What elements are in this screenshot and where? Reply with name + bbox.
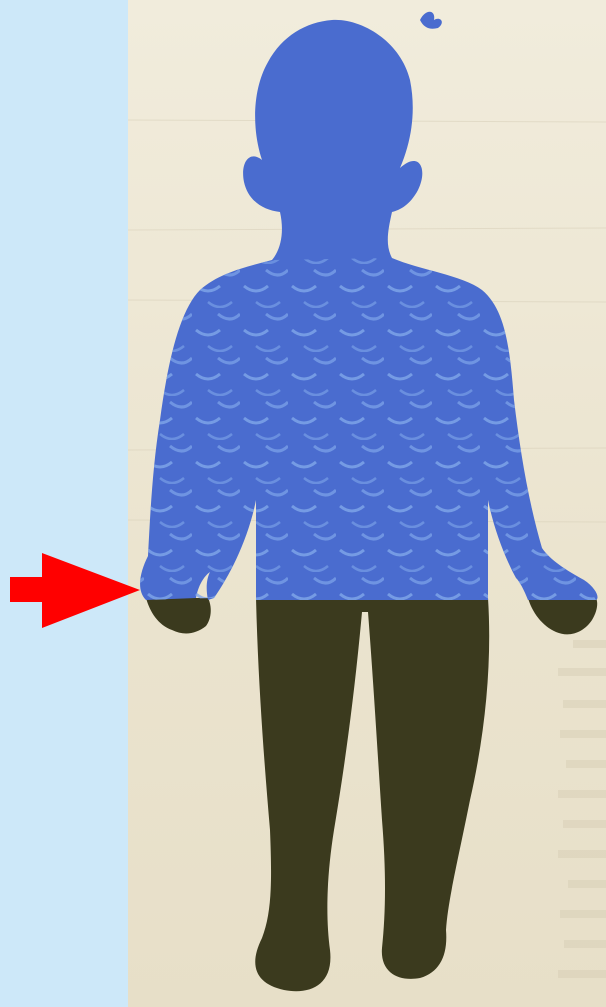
arrow-right-icon <box>0 0 606 1007</box>
